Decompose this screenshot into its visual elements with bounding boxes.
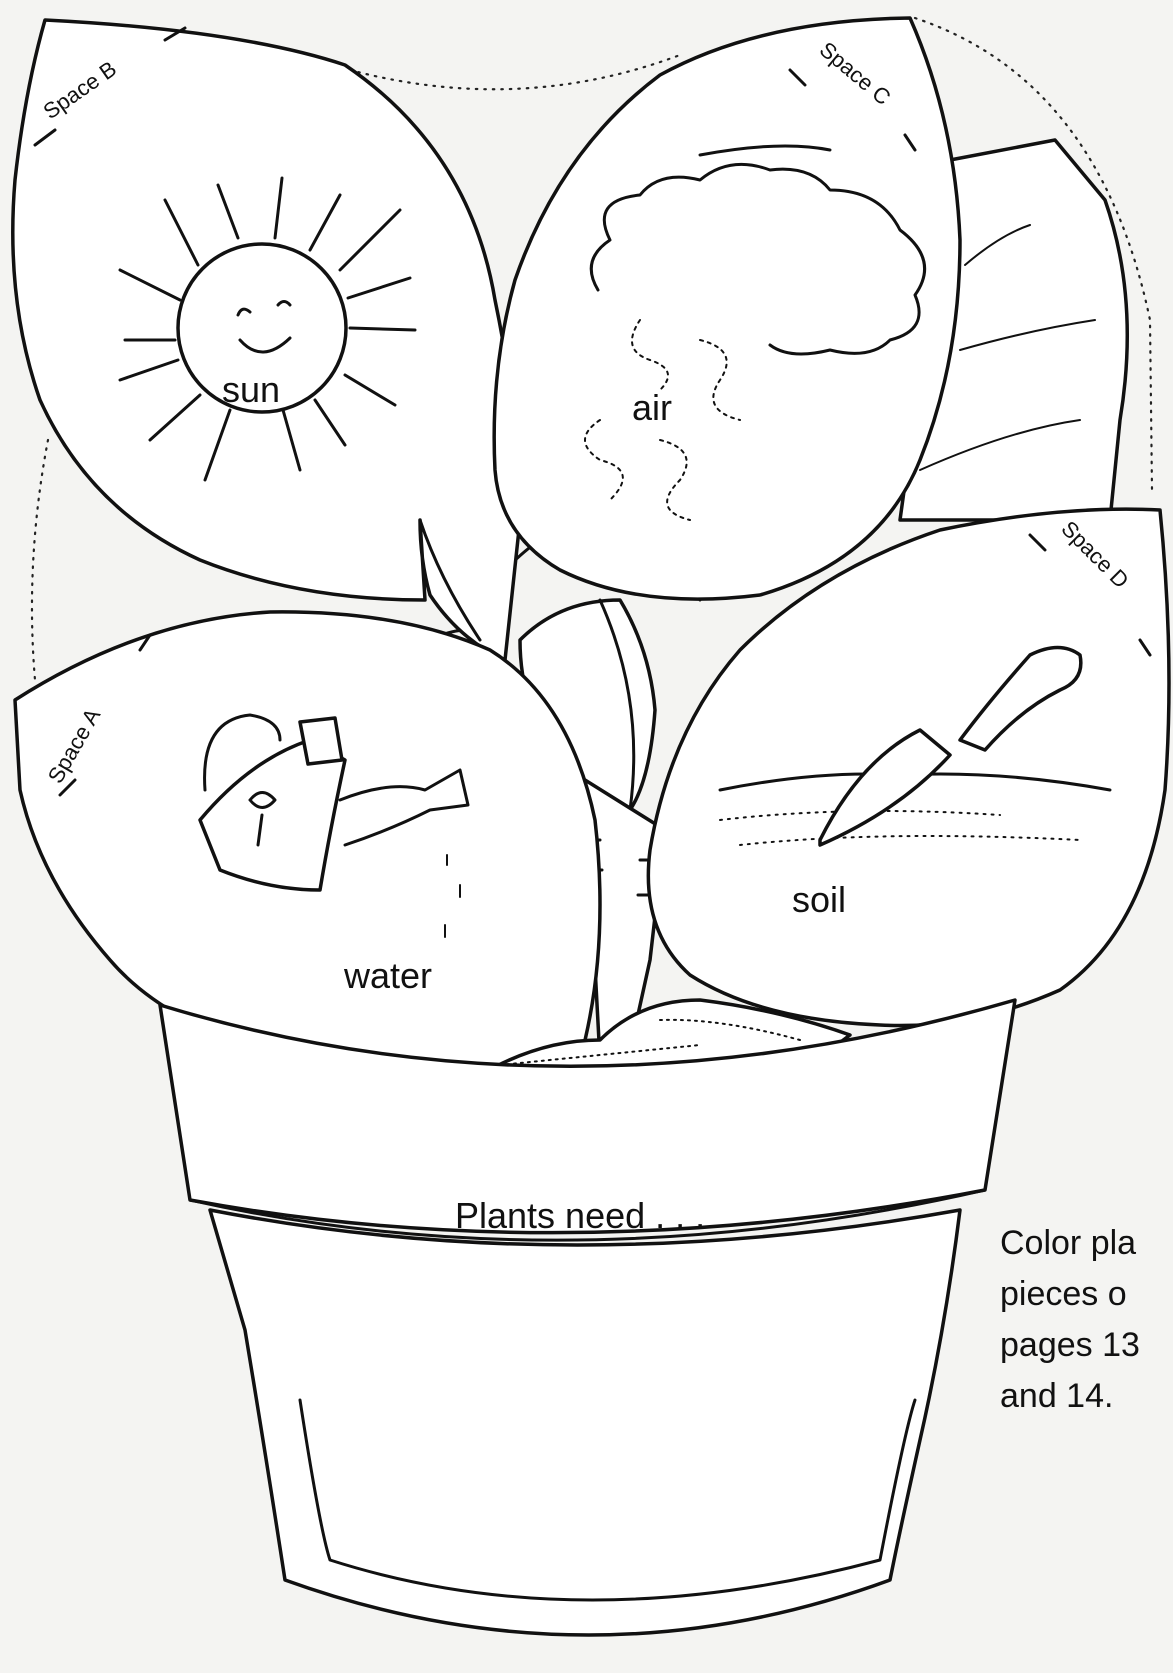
cut-line [350,55,680,89]
water-label: water [343,955,432,996]
air-label: air [632,387,672,428]
note-line: Color pla [1000,1218,1140,1269]
cut-line [32,440,48,680]
note-line: and 14. [1000,1371,1140,1422]
pot-caption: Plants need . . . [455,1195,705,1236]
note-line: pieces o [1000,1269,1140,1320]
flower-pot [160,1000,1015,1635]
note-line: pages 13 [1000,1320,1140,1371]
soil-label: soil [792,879,846,920]
leaf-space-c [494,18,960,599]
sun-label: sun [222,369,280,410]
